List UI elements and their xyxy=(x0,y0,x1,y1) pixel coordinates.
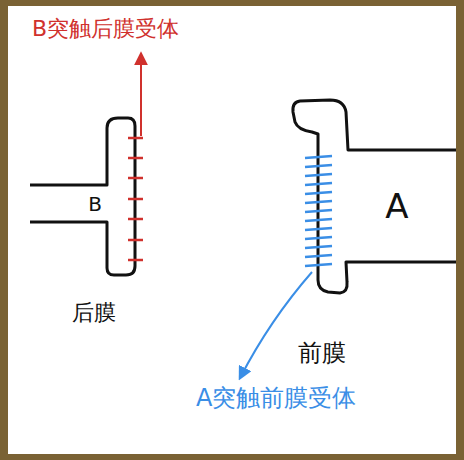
terminal-letter: B xyxy=(88,194,102,214)
paper xyxy=(8,6,456,454)
pre-receptors xyxy=(305,156,332,266)
presynaptic-outline xyxy=(293,100,456,293)
terminal-letter: A xyxy=(385,189,408,223)
postsynaptic-outline xyxy=(30,118,135,275)
callout-label: B突触后膜受体 xyxy=(32,16,179,41)
leader-line xyxy=(140,54,142,136)
callout-label: A突触前膜受体 xyxy=(196,385,356,413)
terminal-box: A xyxy=(385,189,408,223)
post-receptors xyxy=(128,138,143,260)
terminal-box: B xyxy=(88,194,102,214)
membrane-label: 后膜 xyxy=(72,300,116,325)
membrane-label: 前膜 xyxy=(298,340,346,368)
